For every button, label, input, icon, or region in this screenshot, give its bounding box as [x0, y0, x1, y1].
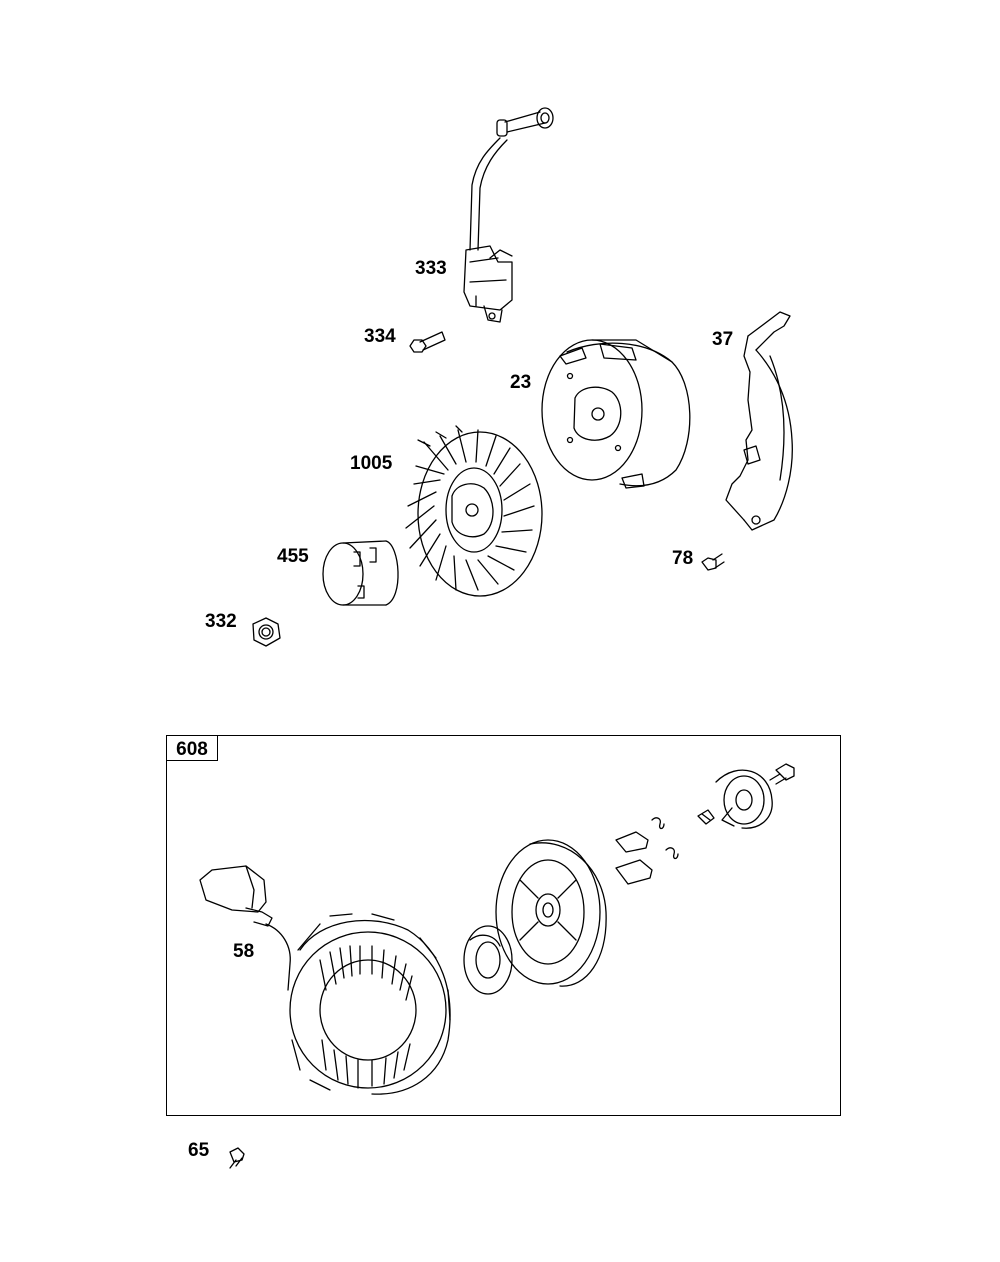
kit-label: 608 [176, 739, 208, 760]
starter-cup-part [322, 540, 399, 606]
kit-box-608 [166, 735, 841, 1116]
flywheel-nut-part [252, 617, 281, 647]
kit-label-box: 608 [166, 735, 218, 761]
starter-bolt-part [229, 1147, 245, 1169]
callout-1005: 1005 [350, 453, 393, 474]
rewind-starter-part [199, 763, 795, 1095]
coil-screw-part [409, 331, 446, 353]
bracket-bolt-part [701, 553, 725, 571]
shield-bracket-part [725, 311, 793, 531]
callout-23: 23 [510, 372, 532, 393]
ignition-coil-part [463, 107, 554, 323]
cooling-fan-part [405, 425, 543, 597]
callout-333: 333 [415, 258, 447, 279]
callout-65: 65 [188, 1140, 210, 1161]
callout-78: 78 [672, 548, 694, 569]
flywheel-part [541, 339, 691, 489]
callout-58: 58 [233, 941, 255, 962]
callout-332: 332 [205, 611, 237, 632]
callout-455: 455 [277, 546, 309, 567]
callout-334: 334 [364, 326, 396, 347]
callout-37: 37 [712, 329, 734, 350]
